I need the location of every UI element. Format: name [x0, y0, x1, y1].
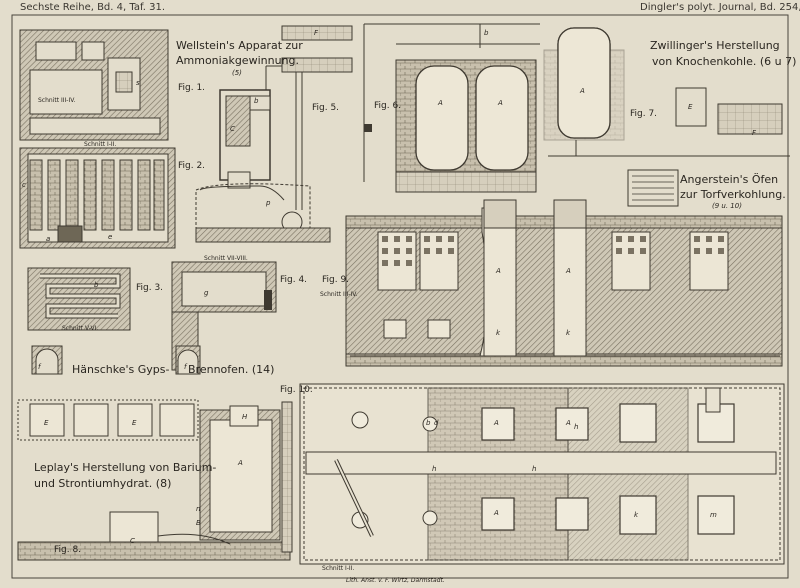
- section-i-ii-b: Schnitt I-II.: [322, 565, 355, 572]
- section-i-ii: Schnitt I-II.: [84, 141, 117, 148]
- section-v-vi: Schnitt V-VI.: [62, 325, 99, 332]
- fig2-label: Fig. 2.: [178, 161, 206, 171]
- callout-n: n: [196, 505, 201, 513]
- callout-H: H: [242, 413, 248, 421]
- header-left: Sechste Reihe, Bd. 4, Taf. 31.: [20, 2, 165, 13]
- callout-f: f: [184, 363, 187, 371]
- fig6-drawing: [363, 23, 540, 193]
- fig6-label: Fig. 6.: [374, 101, 402, 111]
- callout-m: m: [710, 511, 717, 519]
- section-iii-iv-b: Schnitt III-IV.: [320, 291, 358, 298]
- fig5-drawing: [195, 25, 353, 243]
- callout-p: p: [266, 199, 271, 207]
- callout-A: A: [494, 509, 499, 517]
- title-leplay-2: und Strontiumhydrat. (8): [34, 477, 172, 490]
- callout-A: A: [494, 419, 499, 427]
- callout-k: k: [566, 329, 571, 337]
- callout-A: A: [238, 459, 243, 467]
- callout-e: e: [108, 233, 113, 241]
- callout-F: F: [752, 129, 757, 137]
- callout-c: c: [22, 181, 26, 189]
- callout-F: F: [314, 29, 319, 37]
- title-haenschke-2: Brennofen. (14): [188, 363, 275, 376]
- fig3-drawing: [27, 267, 131, 375]
- title-angerstein-2: zur Torfverkohlung.: [680, 188, 786, 201]
- callout-h: h: [574, 423, 579, 431]
- fig9-drawing: [345, 199, 783, 367]
- fig4-label: Fig. 4.: [280, 275, 308, 285]
- plate-border: [11, 14, 789, 579]
- title-angerstein-ref: (9 u. 10): [712, 202, 742, 210]
- footer-lithographer: Lith. Anst. v. F. Wirtz, Darmstadt.: [346, 577, 445, 584]
- title-zwillinger-1: Zwillinger's Herstellung: [650, 39, 780, 52]
- callout-k: k: [634, 511, 639, 519]
- fig7-drawing: [543, 27, 790, 207]
- callout-s: s: [136, 79, 140, 87]
- fig9-label: Fig. 9.: [322, 275, 350, 285]
- callout-f: f: [38, 363, 41, 371]
- fig2-drawing: [19, 147, 176, 249]
- callout-h: h: [432, 465, 437, 473]
- title-haenschke-1: Hänschke's Gyps-: [72, 363, 170, 376]
- callout-A: A: [438, 99, 443, 107]
- callout-A: A: [496, 267, 501, 275]
- fig1-drawing: [19, 29, 169, 141]
- callout-B: B: [196, 519, 201, 527]
- fig3-label: Fig. 3.: [136, 283, 164, 293]
- callout-a: a: [46, 235, 51, 243]
- fig10-label: Fig. 10.: [280, 385, 313, 395]
- fig4-drawing: [171, 261, 277, 375]
- title-wellstein-2: Ammoniakgewinnung.: [176, 54, 299, 67]
- callout-d: d: [434, 419, 439, 427]
- callout-C: C: [230, 125, 235, 133]
- callout-A: A: [566, 419, 571, 427]
- fig8-drawing: [17, 399, 293, 561]
- title-zwillinger-2: von Knochenkohle. (6 u 7): [652, 55, 797, 68]
- callout-k: k: [496, 329, 501, 337]
- title-wellstein-ref: (5): [232, 69, 242, 77]
- title-wellstein-1: Wellstein's Apparat zur: [176, 39, 303, 52]
- callout-A: A: [580, 87, 585, 95]
- callout-b: b: [94, 281, 99, 289]
- fig8-label: Fig. 8.: [54, 545, 82, 555]
- title-angerstein-1: Angerstein's Öfen: [680, 173, 779, 186]
- fig7-label: Fig. 7.: [630, 109, 658, 119]
- callout-E: E: [688, 103, 693, 111]
- fig10-drawing: [299, 383, 785, 565]
- callout-b: b: [426, 419, 431, 427]
- callout-E: E: [44, 419, 49, 427]
- fig5-label: Fig. 5.: [312, 103, 340, 113]
- callout-b: b: [484, 29, 489, 37]
- callout-h: h: [532, 465, 537, 473]
- callout-E: E: [132, 419, 137, 427]
- fig1-label: Fig. 1.: [178, 83, 206, 93]
- callout-A: A: [498, 99, 503, 107]
- section-iii-iv-a: Schnitt III-IV.: [38, 97, 76, 104]
- header-right: Dingler's polyt. Journal, Bd. 254, Taf. …: [640, 2, 800, 13]
- callout-C: C: [130, 537, 135, 545]
- callout-A: A: [566, 267, 571, 275]
- section-vii-viii: Schnitt VII-VIII.: [204, 255, 248, 262]
- title-leplay-1: Leplay's Herstellung von Barium-: [34, 461, 217, 474]
- callout-b: b: [254, 97, 259, 105]
- callout-g: g: [204, 289, 209, 297]
